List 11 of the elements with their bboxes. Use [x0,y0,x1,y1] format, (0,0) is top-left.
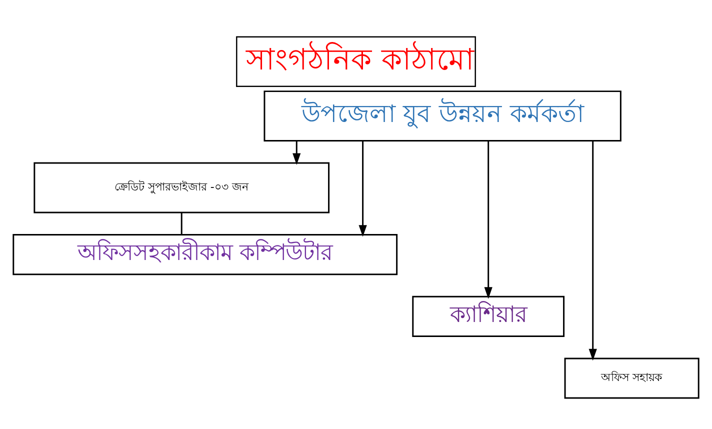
node-box: ক্যাশিয়ার [412,295,565,336]
node-box: উপজেলা যুব উন্নয়ন কর্মকর্তা [264,90,622,142]
arrow [484,140,492,298]
diagram-title: সাংগঠনিক কাঠামো [246,40,474,76]
arrow [292,140,301,164]
arrow [588,140,597,360]
node-box: অফিস সহায়ক [564,357,700,398]
arrow [358,140,367,236]
node-box: অফিসসহকারীকাম কম্পিউটার [12,234,398,275]
connector [180,212,182,234]
node-box: ক্রেডিট সুপারভাইজার -০৩ জন [34,162,330,213]
